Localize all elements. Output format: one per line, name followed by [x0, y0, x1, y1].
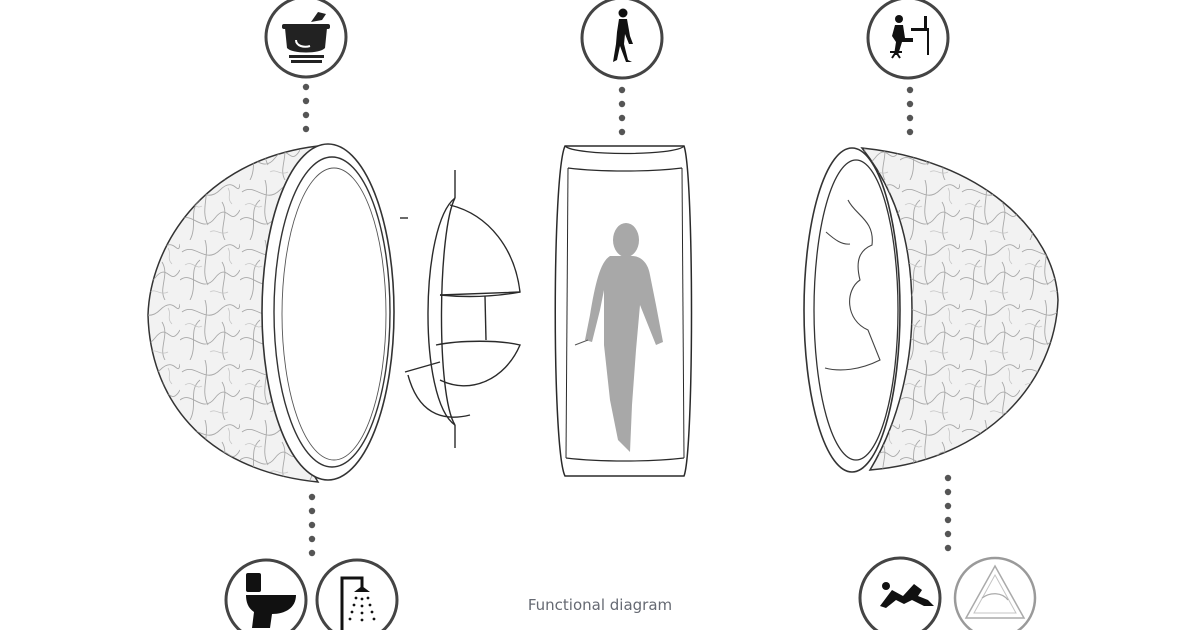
toilet-icon [224, 558, 308, 630]
reclining-person-icon [858, 556, 942, 630]
dotted-connectors [302, 83, 952, 557]
person-silhouette [585, 223, 663, 452]
central-ring [554, 145, 693, 477]
desk-worker-icon [866, 0, 950, 80]
right-shell-half [803, 147, 1059, 473]
triangle-emblem-icon [953, 556, 1037, 630]
shower-icon [315, 558, 399, 630]
kitchen-module [400, 170, 521, 448]
diagram-caption: Functional diagram [527, 596, 673, 614]
cooking-pot-icon [264, 0, 348, 79]
left-shell-half [147, 143, 395, 483]
walking-person-icon [580, 0, 664, 80]
